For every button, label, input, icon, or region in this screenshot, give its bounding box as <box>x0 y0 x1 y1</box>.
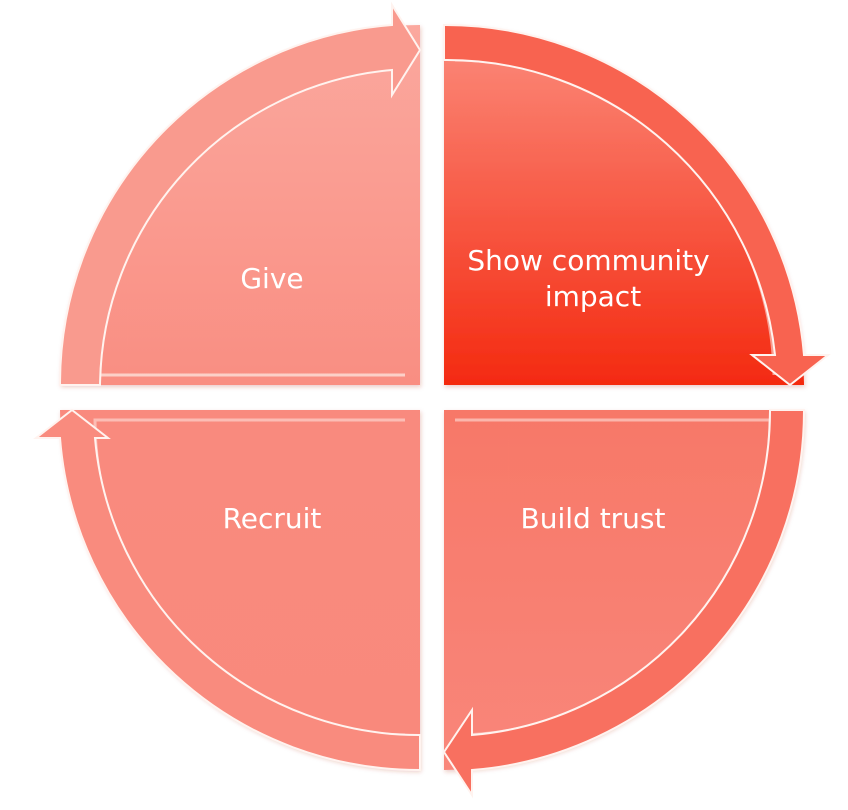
label-trust-line-1: Build trust <box>521 502 666 535</box>
label-impact-line-2: impact <box>545 280 641 313</box>
label-show-community-impact: Show community impact <box>467 244 718 313</box>
arrow-trust-to-recruit <box>442 409 806 799</box>
label-give-line-1: Give <box>240 262 303 295</box>
arrow-give-to-impact <box>58 1 422 386</box>
arrow-recruit-to-give <box>33 408 421 772</box>
label-impact-line-1: Show community <box>467 244 709 277</box>
arrow-impact-to-trust <box>443 23 831 387</box>
label-give: Give <box>240 262 303 295</box>
label-build-trust: Build trust <box>521 502 666 535</box>
label-recruit-line-1: Recruit <box>223 502 322 535</box>
label-recruit: Recruit <box>223 502 322 535</box>
